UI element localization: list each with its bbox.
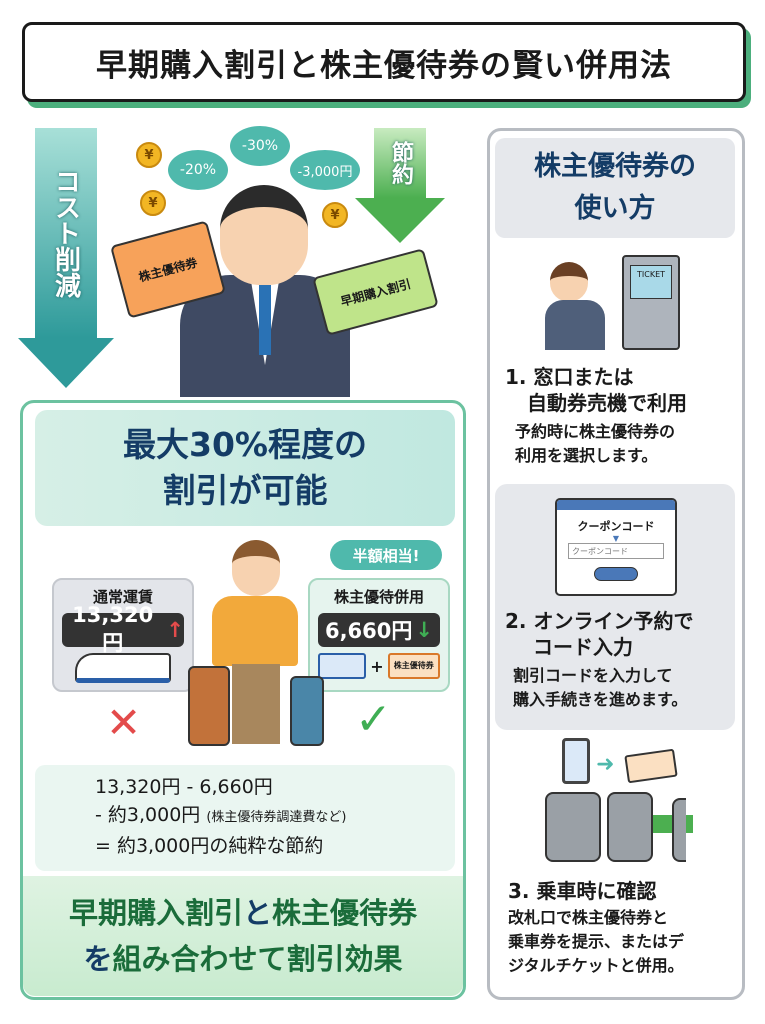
summary-text: を: [83, 942, 113, 976]
summary-banner: 早期購入割引と株主優待券 を組み合わせて割引効果: [23, 876, 463, 996]
suitcase-icon: [290, 676, 324, 746]
summary-text: 早期購入割引: [68, 896, 243, 930]
discount-bubble: -3,000円: [290, 150, 360, 190]
step-desc: 予約時に株主優待券の: [515, 422, 676, 441]
arrow-up-icon: ↑: [166, 618, 184, 642]
traveler-pants: [232, 664, 280, 744]
cost-reduction-arrow: コスト削減: [18, 128, 114, 388]
arrow-down-icon: [355, 198, 445, 243]
headline-line: 割引が可能: [162, 471, 328, 510]
person-icon: [550, 262, 588, 302]
cost-reduction-label: コスト削減: [35, 128, 97, 338]
coupon-input[interactable]: [568, 543, 664, 559]
arrow-down-icon: ↓: [415, 618, 434, 642]
combined-fare-card: 株主優待併用 6,660円↓ + 株主優待券: [308, 578, 450, 692]
usage-heading: 株主優待券の 使い方: [495, 138, 735, 238]
submit-button[interactable]: [594, 567, 638, 581]
arrow-down-icon: [18, 338, 114, 388]
normal-fare-card: 通常運賃 13,320円↑: [52, 578, 194, 692]
step-desc: 乗車券を提示、またはデ: [508, 932, 685, 951]
step-title: 1. 窓口または: [505, 365, 634, 389]
saving-arrow: 節約: [355, 128, 445, 243]
step-2: クーポンコード ▼ 2. オンライン予約で コード入力 割引コードを入力して 購…: [495, 484, 735, 730]
summary-text: と: [242, 896, 272, 930]
check-icon: ✓: [355, 694, 392, 745]
discount-headline: 最大30%程度の 割引が可能: [35, 410, 455, 526]
normal-fare-label: 通常運賃: [92, 588, 153, 606]
step-desc: 利用を選択します。: [515, 446, 658, 465]
calc-line: - 約3,000円 (株主優待券調達費など): [95, 804, 347, 826]
step-3: 3. 乗車時に確認 改札口で株主優待券と 乗車券を提示、またはデ ジタルチケット…: [508, 878, 738, 978]
caret-down-icon: ▼: [612, 534, 620, 543]
saving-label: 節約: [374, 128, 426, 198]
summary-text: 株主優待券: [272, 896, 418, 930]
step-title: 3. 乗車時に確認: [508, 879, 657, 903]
summary-text: 組み合わせて割引効果: [112, 942, 403, 976]
train-ticket-icon: [318, 653, 367, 679]
coupon-window-title: クーポンコード: [577, 520, 655, 533]
half-price-badge: 半額相当!: [330, 540, 442, 570]
step-desc: 購入手続きを進めます。: [513, 690, 688, 709]
normal-fare-price: 13,320円↑: [62, 603, 184, 655]
heading-line: 株主優待券の: [534, 151, 696, 182]
traveler-jacket: [212, 596, 298, 666]
yen-coin-icon: ¥: [322, 202, 348, 228]
traveler-face: [232, 540, 280, 596]
calculation-box: 13,320円 - 6,660円 - 約3,000円 (株主優待券調達費など) …: [35, 765, 455, 871]
calc-line: 13,320円 - 6,660円: [95, 776, 273, 798]
ticket-machine-icon: TICKET: [622, 255, 680, 350]
step-desc: 割引コードを入力して: [513, 666, 673, 685]
step-desc: 改札口で株主優待券と: [508, 908, 669, 927]
combined-fare-price: 6,660円↓: [318, 613, 440, 647]
yen-coin-icon: ¥: [136, 142, 162, 168]
calc-line: = 約3,000円の純粋な節約: [95, 835, 324, 857]
coupon-window: クーポンコード ▼: [555, 498, 677, 596]
discount-bubble: -20%: [168, 150, 228, 190]
heading-line: 使い方: [574, 193, 656, 224]
step-title: コード入力: [533, 635, 633, 659]
ticket-gate-icon: [607, 792, 653, 862]
shareholder-ticket-icon: 株主優待券: [387, 653, 440, 679]
bullet-train-icon: [75, 653, 171, 683]
person-body: [545, 300, 605, 350]
early-purchase-ticket: 早期購入割引: [312, 248, 439, 336]
calc-note: (株主優待券調達費など): [206, 810, 347, 825]
smartphone-icon: [562, 738, 590, 784]
page-title: 早期購入割引と株主優待券の賢い併用法: [22, 22, 746, 102]
ticket-gate-icon: [672, 798, 686, 862]
step-1: 1. 窓口または 自動券売機で利用 予約時に株主優待券の 利用を選択します。: [505, 364, 735, 468]
step-title: 自動券売機で利用: [527, 391, 687, 415]
discount-bubble: -30%: [230, 126, 290, 166]
step-desc: ジタルチケットと併用。: [508, 956, 684, 975]
cross-icon: ✕: [106, 698, 142, 747]
businessman-face: [220, 185, 308, 285]
ticket-gate-icon: [545, 792, 601, 862]
yen-coin-icon: ¥: [140, 190, 166, 216]
headline-line: 最大30%程度の: [123, 425, 367, 464]
combined-fare-label: 株主優待併用: [333, 588, 424, 606]
suitcase-icon: [188, 666, 230, 746]
plus-sign: +: [370, 656, 384, 676]
step-title: 2. オンライン予約で: [505, 609, 694, 633]
arrow-right-icon: ➜: [596, 752, 615, 777]
